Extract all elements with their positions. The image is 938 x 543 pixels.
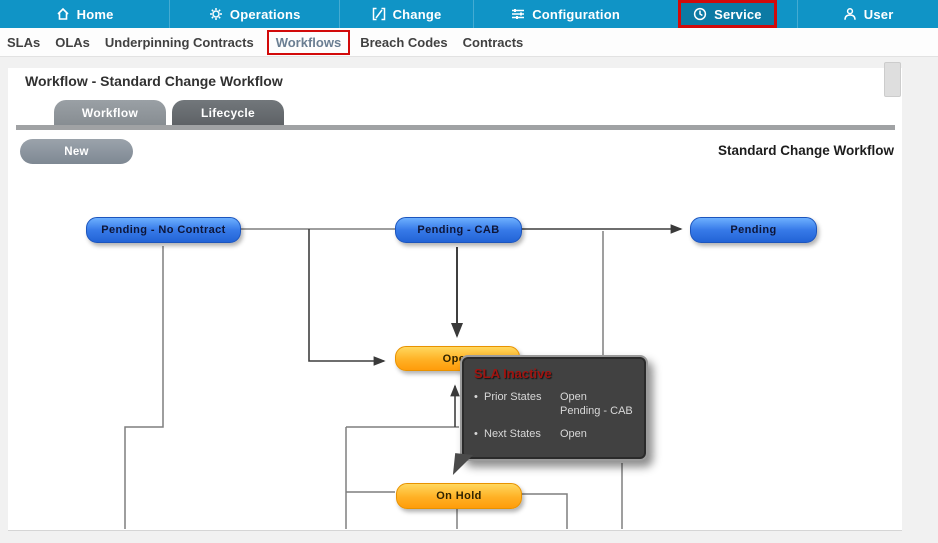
top-navbar: Home Operations Change Configuration [0,0,938,28]
configuration-icon [511,7,525,21]
tab-workflow[interactable]: Workflow [54,100,166,125]
workflow-node-pending[interactable]: Pending [690,217,817,243]
workflow-name-label: Standard Change Workflow [717,143,894,158]
vertical-scrollbar-thumb[interactable] [884,62,901,97]
workflow-node-pending-no-contract[interactable]: Pending - No Contract [86,217,241,243]
subnav-item-underpinning-contracts[interactable]: Underpinning Contracts [104,34,254,50]
tooltip-pointer [452,453,474,477]
tooltip-title: SLA Inactive [474,366,552,381]
tab-underline-bar [16,125,895,130]
nav-item-configuration[interactable]: Configuration [472,0,658,28]
tooltip-row-label: Next States [484,428,541,440]
nav-item-operations[interactable]: Operations [169,0,339,28]
tooltip-row-prior-states: • Prior States Open Pending - CAB [474,390,634,418]
new-button[interactable]: New [20,139,133,164]
tooltip-row-values: Open Pending - CAB [560,391,633,417]
home-icon [56,7,70,21]
nav-label: Operations [229,6,301,22]
bullet-icon: • [474,391,478,403]
nav-label: Configuration [532,6,621,22]
bullet-icon: • [474,428,478,440]
tooltip-row-next-states: • Next States Open [474,427,634,441]
nav-label: Change [392,6,442,22]
service-subnav: SLAs OLAs Underpinning Contracts Workflo… [0,28,938,57]
tooltip-row-values: Open [560,428,587,440]
workflow-node-on-hold[interactable]: On Hold [396,483,522,509]
subnav-item-breach-codes[interactable]: Breach Codes [360,34,448,50]
nav-label: User [863,6,894,22]
sla-tooltip: SLA Inactive • Prior States Open Pending… [452,355,648,477]
service-highlight-box: Service [678,0,777,28]
subnav-item-workflows[interactable]: Workflows [266,29,351,55]
tab-lifecycle[interactable]: Lifecycle [172,100,284,125]
service-icon [693,7,707,21]
nav-item-service[interactable]: Service [658,0,798,28]
user-icon [843,7,857,21]
nav-label: Service [714,6,762,22]
change-icon [372,7,386,21]
subnav-item-olas[interactable]: OLAs [55,34,90,50]
tooltip-row-label: Prior States [484,391,542,403]
workflow-node-pending-cab[interactable]: Pending - CAB [395,217,522,243]
operations-icon [209,7,223,21]
nav-item-user[interactable]: User [797,0,938,28]
nav-item-home[interactable]: Home [0,0,169,28]
nav-item-change[interactable]: Change [339,0,472,28]
subnav-item-slas[interactable]: SLAs [7,34,41,50]
page-title: Workflow - Standard Change Workflow [25,73,283,89]
nav-label: Home [76,6,114,22]
subnav-item-contracts[interactable]: Contracts [462,34,524,50]
